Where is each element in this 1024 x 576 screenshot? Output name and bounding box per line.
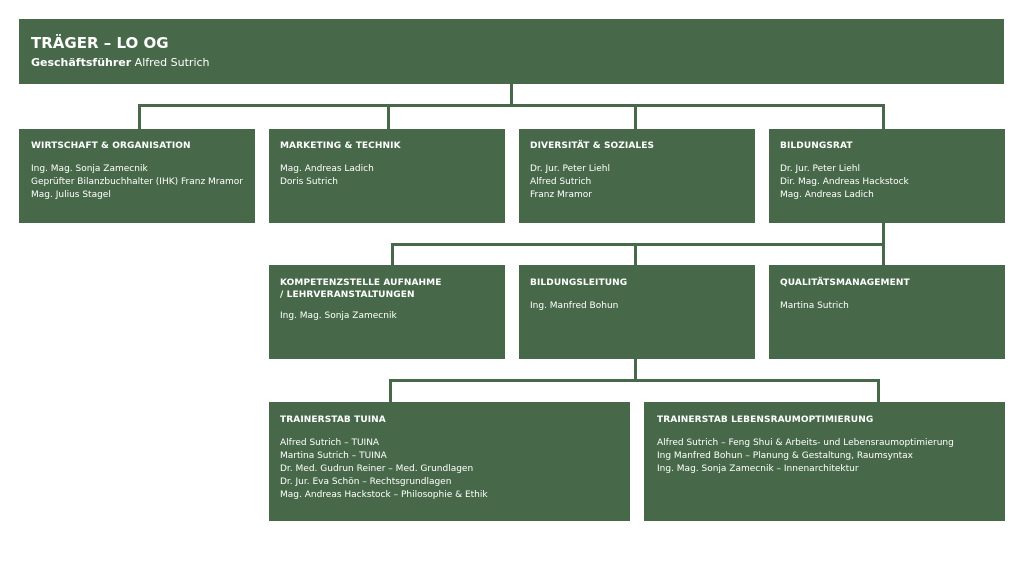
traeger-title: TRÄGER – LO OG — [31, 34, 169, 52]
connector-level1-bar — [138, 104, 885, 107]
node-title: QUALITÄTSMANAGEMENT — [780, 278, 910, 288]
node-member: Martina Sutrich — [780, 301, 849, 311]
connector-kompetenz — [391, 243, 394, 265]
connector-bildungsrat-down — [882, 223, 885, 245]
node-member: Ing Manfred Bohun – Planung & Gestaltung… — [657, 451, 913, 461]
org-node-wirtschaft-organisation: WIRTSCHAFT & ORGANISATION Ing. Mag. Sonj… — [19, 129, 255, 223]
node-member: Mag. Julius Stagel — [31, 190, 111, 200]
org-node-diversitaet-soziales: DIVERSITÄT & SOZIALES Dr. Jur. Peter Lie… — [519, 129, 755, 223]
node-member: Ing. Manfred Bohun — [530, 301, 619, 311]
org-node-traeger: TRÄGER – LO OG Geschäftsführer Alfred Su… — [19, 19, 1004, 84]
node-member: Alfred Sutrich – TUINA — [280, 438, 380, 448]
node-member: Dir. Mag. Andreas Hackstock — [780, 177, 909, 187]
node-member: Martina Sutrich – TUINA — [280, 451, 387, 461]
connector-top-down — [510, 84, 513, 106]
geschaeftsfuehrer-line: Geschäftsführer Alfred Sutrich — [31, 55, 992, 70]
org-node-bildungsrat: BILDUNGSRAT Dr. Jur. Peter Liehl Dir. Ma… — [769, 129, 1005, 223]
node-title: DIVERSITÄT & SOZIALES — [530, 141, 655, 151]
org-node-bildungsleitung: BILDUNGSLEITUNG Ing. Manfred Bohun — [519, 265, 755, 359]
connector-bildungsleitung — [634, 243, 637, 265]
node-member: Mag. Andreas Ladich — [780, 190, 874, 200]
connector-bildungsrat — [882, 104, 885, 129]
connector-trainer-lebensraum — [877, 379, 880, 402]
node-member: Ing. Mag. Sonja Zamecnik — [280, 311, 397, 321]
node-member: Dr. Jur. Peter Liehl — [530, 164, 611, 174]
node-member: Dr. Jur. Peter Liehl — [780, 164, 861, 174]
connector-wirtschaft — [138, 104, 141, 129]
node-member: Ing. Mag. Sonja Zamecnik – Innenarchitek… — [657, 464, 859, 474]
node-member: Doris Sutrich — [280, 177, 338, 187]
org-node-marketing-technik: MARKETING & TECHNIK Mag. Andreas Ladich … — [269, 129, 505, 223]
org-node-kompetenzstelle: KOMPETENZSTELLE AUFNAHME / LEHRVERANSTAL… — [269, 265, 505, 359]
node-member: Dr. Jur. Eva Schön – Rechtsgrundlagen — [280, 477, 452, 487]
node-member: Geprüfter Bilanzbuchhalter (IHK) Franz M… — [31, 177, 243, 187]
connector-diversitaet — [634, 104, 637, 129]
connector-bildungsleitung-down — [634, 359, 637, 381]
node-title: WIRTSCHAFT & ORGANISATION — [31, 141, 191, 151]
connector-qualitaet — [882, 243, 885, 265]
node-member: Mag. Andreas Hackstock – Philosophie & E… — [280, 490, 488, 500]
node-title: TRAINERSTAB TUINA — [280, 415, 386, 425]
node-title: TRAINERSTAB LEBENSRAUMOPTIMIERUNG — [657, 415, 874, 425]
org-node-trainerstab-lebensraumoptimierung: TRAINERSTAB LEBENSRAUMOPTIMIERUNG Alfred… — [644, 402, 1005, 521]
node-title: BILDUNGSLEITUNG — [530, 278, 628, 288]
org-node-qualitaetsmanagement: QUALITÄTSMANAGEMENT Martina Sutrich — [769, 265, 1005, 359]
geschaeftsfuehrer-name: Alfred Sutrich — [134, 56, 210, 69]
node-title: MARKETING & TECHNIK — [280, 141, 401, 151]
connector-level3-bar — [389, 379, 880, 382]
node-member: Mag. Andreas Ladich — [280, 164, 374, 174]
node-title: KOMPETENZSTELLE AUFNAHME / LEHRVERANSTAL… — [280, 278, 442, 300]
geschaeftsfuehrer-role: Geschäftsführer — [31, 56, 132, 69]
node-member: Dr. Med. Gudrun Reiner – Med. Grundlagen — [280, 464, 474, 474]
connector-level2-bar — [391, 243, 885, 246]
node-member: Alfred Sutrich – Feng Shui & Arbeits- un… — [657, 438, 954, 448]
connector-trainer-tuina — [389, 379, 392, 402]
connector-marketing — [387, 104, 390, 129]
node-member: Franz Mramor — [530, 190, 592, 200]
node-member: Ing. Mag. Sonja Zamecnik — [31, 164, 148, 174]
org-node-trainerstab-tuina: TRAINERSTAB TUINA Alfred Sutrich – TUINA… — [269, 402, 630, 521]
node-member: Alfred Sutrich — [530, 177, 592, 187]
node-title: BILDUNGSRAT — [780, 141, 853, 151]
